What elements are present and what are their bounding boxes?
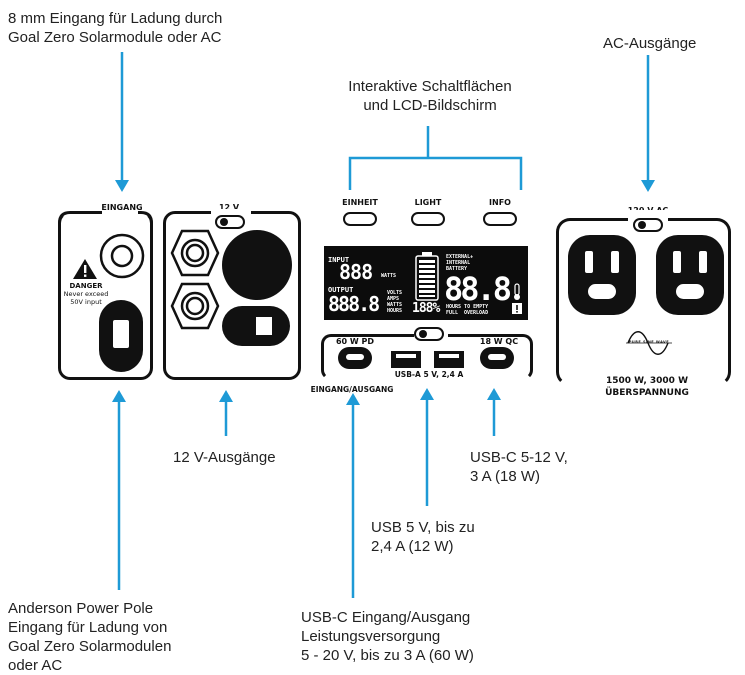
panel-12v-power-button[interactable]: [222, 306, 290, 346]
lcd-hours-label: HOURS: [387, 308, 403, 314]
sine-wave-icon: [626, 331, 672, 355]
lcd-big-digits: 88.8: [444, 270, 512, 308]
lcd-overload: OVERLOAD: [464, 310, 489, 316]
lcd-battery-label: BATTERY: [446, 266, 468, 272]
arrow-anderson-head: [112, 390, 126, 402]
lcd-internal-label: INTERNAL: [446, 260, 471, 266]
arrow-usbc60-head: [346, 393, 360, 405]
arrow-usb5v-head: [420, 388, 434, 400]
btn-einheit-label: EINHEIT: [342, 198, 378, 207]
light-button[interactable]: [411, 212, 445, 226]
panel-12v-label: 12 V: [218, 203, 240, 212]
usbc-18w-slot: [488, 354, 506, 360]
temperature-warning-icon: [512, 283, 522, 314]
usbc-60w-slot: [346, 354, 364, 360]
callout-usbc-60w: USB-C Eingang/Ausgang Leistungsversorgun…: [301, 609, 474, 664]
panel-12v-power-button-slot: [256, 317, 272, 335]
warning-triangle-icon: [73, 259, 97, 279]
arrow-usbc18-head: [487, 388, 501, 400]
usba-port-2[interactable]: [434, 351, 464, 368]
lcd-screen: INPUT 888 WATTS OUTPUT 888.8 VOLTS AMPS …: [324, 246, 528, 320]
ac-outlet-1-ground: [588, 284, 616, 299]
port-18w-label: 18 W QC: [479, 337, 519, 346]
btn-light-label: LIGHT: [414, 198, 442, 207]
lcd-external-label: EXTERNAL+: [446, 254, 474, 260]
usbc-18w-port[interactable]: [480, 347, 514, 369]
callout-ac-outputs: AC-Ausgänge: [603, 35, 697, 52]
dc-8mm-port[interactable]: [98, 232, 146, 280]
lcd-watts-label: WATTS: [381, 273, 397, 279]
ac-outlet-1[interactable]: [568, 235, 636, 315]
ac-outlet-1-neutral-slot: [611, 251, 619, 273]
ac-outlet-2[interactable]: [656, 235, 724, 315]
lcd-full: FULL: [446, 310, 459, 316]
lcd-watts2-label: WATTS: [387, 302, 403, 308]
callout-usbc-18w: USB-C 5-12 V, 3 A (18 W): [470, 449, 568, 485]
btn-info-label: INFO: [489, 198, 511, 207]
ac-switch[interactable]: [633, 218, 663, 232]
callout-buttons-lcd: Interaktive Schaltflächen und LCD-Bildsc…: [348, 78, 512, 114]
info-button[interactable]: [483, 212, 517, 226]
usb-port-switch[interactable]: [414, 327, 444, 341]
io-label: EINGANG/AUSGANG: [310, 385, 394, 394]
usba-port-1-slot: [396, 354, 416, 358]
arrow-8mm-head: [115, 180, 129, 192]
ac-outlet-2-hot-slot: [673, 251, 681, 273]
lcd-percent: 188%: [412, 301, 440, 316]
lcd-hours-to-empty: HOURS TO EMPTY: [446, 304, 489, 310]
battery-icon: [415, 252, 439, 301]
einheit-button[interactable]: [343, 212, 377, 226]
callout-12v-outputs: 12 V-Ausgänge: [173, 449, 276, 466]
ac-outlet-2-neutral-slot: [699, 251, 707, 273]
ac-rating-1: 1500 W, 3000 W: [605, 376, 689, 386]
lcd-output-label: OUTPUT: [328, 286, 354, 294]
usba-port-2-slot: [439, 354, 459, 358]
anderson-port-slot: [113, 320, 129, 348]
usbc-60w-port[interactable]: [338, 347, 372, 369]
danger-text-1: Never exceed: [63, 290, 109, 298]
bracket-buttons: [348, 156, 523, 190]
car-port-12v[interactable]: [220, 228, 294, 302]
anderson-port[interactable]: [99, 300, 143, 372]
usba-label: USB-A 5 V, 2,4 A: [394, 370, 464, 379]
callout-8mm-input: 8 mm Eingang für Ladung durch Goal Zero …: [8, 10, 223, 46]
callout-anderson: Anderson Power Pole Eingang für Ladung v…: [8, 600, 172, 674]
danger-text-2: 50V input: [70, 298, 102, 306]
panel-12v-gap: [211, 209, 251, 217]
arrow-ac-head: [641, 180, 655, 192]
input-panel-label: EINGANG: [101, 203, 143, 212]
lcd-amps-label: AMPS: [387, 296, 400, 302]
lcd-input-label: INPUT: [328, 256, 350, 264]
callout-usb-5v: USB 5 V, bis zu 2,4 A (12 W): [371, 519, 475, 555]
ac-outlet-1-hot-slot: [585, 251, 593, 273]
lcd-volts-label: VOLTS: [387, 290, 403, 296]
panel-12v-switch-knob: [215, 215, 245, 229]
arrow-12v-head: [219, 390, 233, 402]
lcd-input-digits: 888: [339, 260, 373, 284]
port-60w-label: 60 W PD: [335, 337, 375, 346]
lcd-output-digits: 888.8: [328, 292, 380, 316]
pure-sine-label: PURE SINE WAVE: [628, 340, 670, 344]
usba-port-1[interactable]: [391, 351, 421, 368]
dc-5521-ports[interactable]: [170, 228, 220, 332]
input-panel-top-edge: [58, 211, 153, 223]
ac-rating-2: ÜBERSPANNUNG: [605, 388, 689, 398]
ac-outlet-2-ground: [676, 284, 704, 299]
danger-title: DANGER: [69, 282, 103, 290]
